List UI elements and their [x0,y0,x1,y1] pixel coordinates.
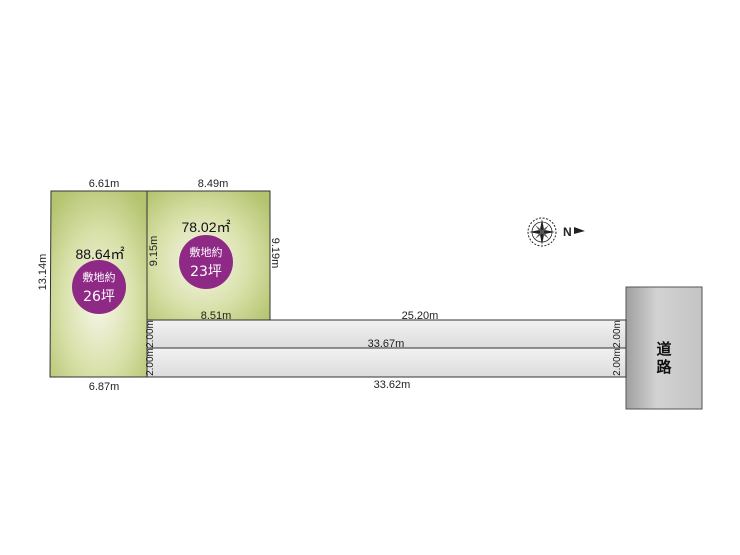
right-lot-left-depth: 9.15m [148,236,160,267]
passage-middle-length: 33.67m [368,338,405,350]
passage-width-upper-left: 2.00m [145,320,156,348]
left-lot-badge [72,260,126,314]
compass-arrow-icon [574,227,585,234]
passage-lower [146,347,627,378]
right-lot-top-width: 8.49m [198,178,229,190]
right-badge-value: 23坪 [190,264,222,280]
left-badge-label: 敷地約 [83,270,116,284]
right-lot-area: 78.02㎡ [181,219,230,235]
left-lot-depth: 13.14m [37,254,49,291]
right-lot-bottom-width: 8.51m [201,310,232,322]
compass-north-label: N [563,225,572,239]
left-lot-area: 88.64㎡ [75,246,124,262]
passage-width-upper-right: 2.00m [612,320,623,348]
right-badge-label: 敷地約 [190,245,223,259]
left-lot-bottom-width: 6.87m [89,381,120,393]
road-label-2: 路 [656,358,672,376]
right-lot-right-depth: 9.19m [269,238,281,269]
left-badge-value: 26坪 [83,289,115,305]
passage-upper-length: 25.20m [402,310,439,322]
right-lot-badge [179,235,233,289]
compass-icon [527,217,557,247]
left-lot-top-width: 6.61m [89,178,120,190]
road-label-1: 道 [656,340,671,358]
passage-width-lower-left: 2.00m [145,348,156,376]
passage-width-lower-right: 2.00m [612,348,623,376]
passage-lower-length: 33.62m [374,379,411,391]
road [625,286,703,410]
